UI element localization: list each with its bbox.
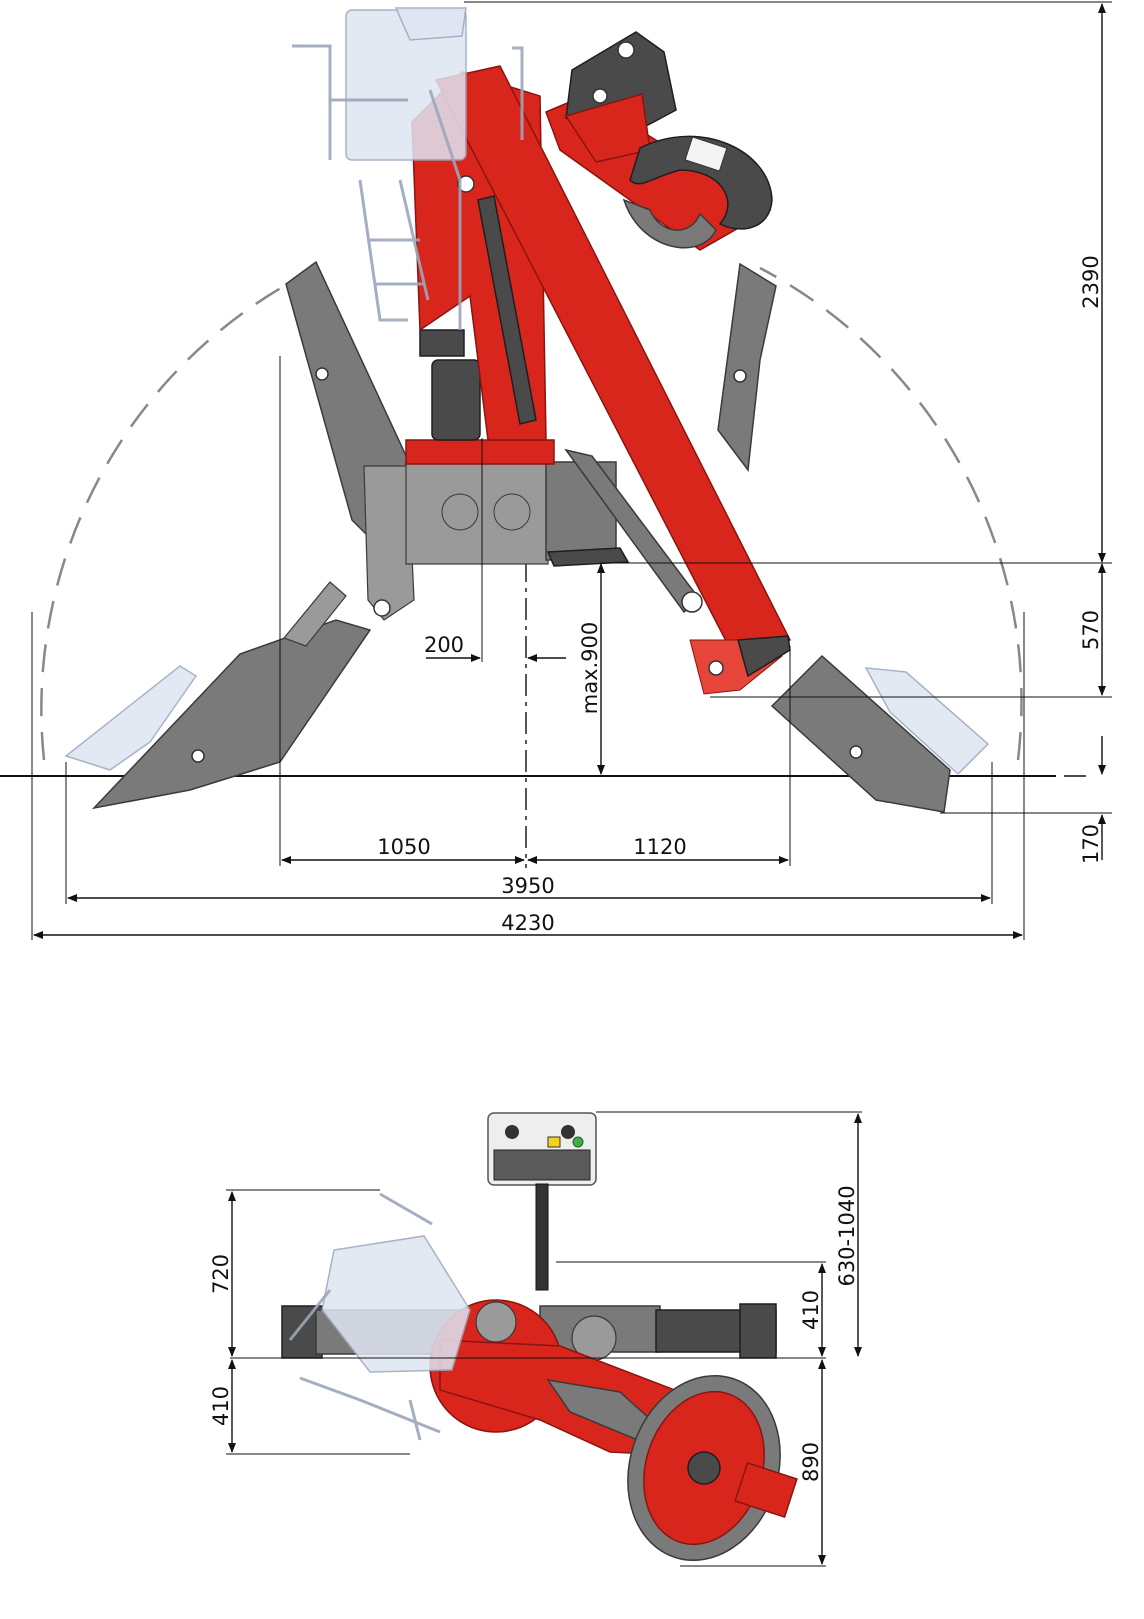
status-light-icon bbox=[572, 1136, 584, 1148]
outrigger-pin bbox=[315, 367, 329, 381]
grapple-stub bbox=[734, 1461, 798, 1519]
platform-ladder bbox=[358, 89, 462, 330]
rotator-pin bbox=[592, 88, 608, 104]
seat-top-handrail bbox=[288, 1192, 441, 1441]
joystick-left-icon bbox=[505, 1125, 519, 1139]
base-left-bracket bbox=[363, 465, 415, 621]
upper-right-outrigger bbox=[717, 262, 777, 472]
dim-control-height: 630-1040 bbox=[835, 1185, 859, 1286]
base-foot-plate bbox=[546, 547, 630, 567]
warning-label-icon bbox=[547, 1136, 561, 1148]
control-post bbox=[535, 1183, 549, 1291]
swing-radius-arc-right bbox=[759, 266, 1023, 761]
lower-right-outrigger bbox=[770, 654, 951, 813]
boom-pin bbox=[708, 660, 724, 676]
dim-right-reach: 1120 bbox=[633, 835, 686, 859]
slew-motor-top bbox=[475, 1301, 517, 1343]
lower-right-foot-ghost bbox=[864, 667, 990, 776]
inner-boom bbox=[434, 65, 791, 670]
dim-upper-right: 410 bbox=[799, 1290, 823, 1330]
dim-left-reach: 1050 bbox=[377, 835, 430, 859]
dim-upper-left: 720 bbox=[209, 1254, 233, 1294]
boom-cylinder bbox=[477, 195, 537, 425]
lower-left-outrigger bbox=[91, 619, 372, 810]
dim-total-span: 4230 bbox=[501, 911, 554, 935]
valve-block bbox=[419, 329, 465, 357]
grapple-jaw-lower bbox=[622, 198, 717, 249]
dim-max-leg-height: max.900 bbox=[578, 622, 602, 715]
side-view: 2390 570 170 max.900 200 1050 1120 3950 bbox=[0, 1, 1112, 940]
grapple-insert bbox=[684, 136, 728, 172]
base-hole bbox=[441, 493, 479, 531]
dim-height-total: 2390 bbox=[1079, 255, 1103, 308]
rotator-pin bbox=[617, 41, 635, 59]
column-pin bbox=[457, 175, 475, 193]
outrigger-pin bbox=[733, 369, 747, 383]
platform-seat-ghost bbox=[394, 7, 467, 41]
top-right-cylinder-end bbox=[739, 1303, 777, 1359]
top-view: 630-1040 410 890 720 410 bbox=[209, 1111, 862, 1567]
joystick-right-icon bbox=[561, 1125, 575, 1139]
base-body bbox=[405, 461, 549, 565]
dim-ground-offset: 170 bbox=[1079, 824, 1103, 864]
grapple-hub bbox=[687, 1451, 721, 1485]
dim-lower-left: 410 bbox=[209, 1386, 233, 1426]
seat-top-ghost bbox=[321, 1235, 471, 1373]
lower-left-link bbox=[282, 581, 347, 647]
dim-leg-span: 3950 bbox=[501, 874, 554, 898]
lower-left-foot-ghost bbox=[64, 665, 198, 771]
slew-ring bbox=[405, 439, 555, 465]
outrigger-pin bbox=[191, 749, 205, 763]
cylinder-pin bbox=[681, 591, 703, 613]
platform-handrail bbox=[292, 44, 524, 160]
grapple-jaw bbox=[629, 135, 773, 230]
dim-center-offset: 200 bbox=[424, 633, 464, 657]
swing-radius-arc bbox=[40, 266, 319, 761]
dim-lower-right: 890 bbox=[799, 1442, 823, 1482]
slew-motor bbox=[431, 359, 481, 441]
dim-base-clearance: 570 bbox=[1079, 610, 1103, 650]
base-hole bbox=[493, 493, 531, 531]
control-panel-levers bbox=[493, 1149, 591, 1181]
outrigger-pin bbox=[849, 745, 863, 759]
base-pin bbox=[373, 599, 391, 617]
